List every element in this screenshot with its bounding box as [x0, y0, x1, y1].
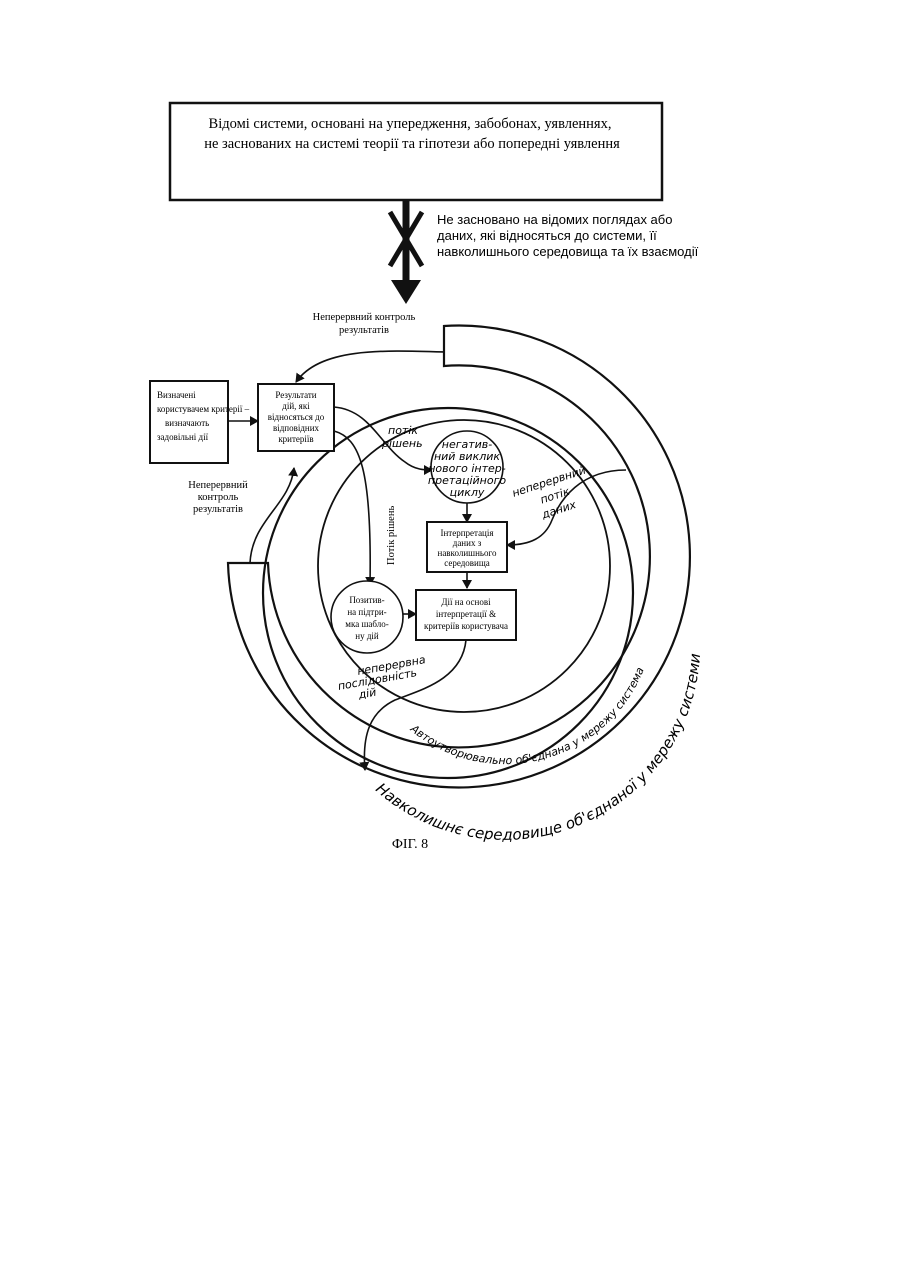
blocked-note-line-3: навколишнього середовища та їх взаємодії [437, 244, 699, 259]
decision-flow-hand-2: рішень [381, 437, 423, 450]
interpretation-box: Інтерпретація даних з навколишнього сере… [427, 522, 507, 572]
interpretation-line-1: Інтерпретація [440, 528, 493, 538]
decision-flow-hand-1: потік [388, 424, 418, 437]
positive-line-2: на підтри- [347, 607, 386, 617]
positive-line-1: Позитив- [349, 595, 384, 605]
interpretation-line-2: даних з [453, 538, 482, 548]
criteria-line-1: Визначені [157, 390, 196, 400]
positive-line-3: мка шабло- [345, 619, 388, 629]
results-line-1: Результати [275, 390, 316, 400]
monitor-top-line-1: Неперервний контроль [313, 312, 416, 323]
action-line-2: інтерпретації & [436, 609, 496, 619]
blocked-arrow [390, 200, 422, 304]
action-line-3: критеріїв користувача [424, 621, 508, 631]
criteria-line-4: задовільні дії [157, 432, 209, 442]
criteria-line-3: визначають [165, 418, 209, 428]
monitor-left-line-3: результатів [193, 504, 243, 515]
interpretation-line-3: навколишнього [438, 548, 497, 558]
criteria-line-2: користувачем критерії – [157, 404, 250, 414]
user-criteria-box: Визначені користувачем критерії – визнач… [150, 381, 250, 463]
positive-support-circle: Позитив- на підтри- мка шабло- ну дій [331, 581, 403, 653]
monitor-left-line-1: Неперервний [188, 480, 248, 491]
negative-line-5: циклу [450, 486, 485, 499]
blocked-note-line-1: Не засновано на відомих поглядах або [437, 212, 672, 227]
decision-flow-vertical-label: Потік рішень [386, 506, 397, 565]
action-sequence-line-3: дій [357, 686, 378, 702]
decision-flow-arrow-positive [334, 431, 370, 585]
action-line-1: Дії на основі [441, 597, 491, 607]
negative-cycle-circle: негатив- ний виклик нового інтер- претац… [428, 431, 506, 503]
monitor-left-arrow [250, 468, 294, 563]
positive-line-4: ну дій [355, 631, 379, 641]
preconceptions-line-1: Відомі системи, основані на упередження,… [209, 116, 612, 132]
results-line-5: критеріїв [278, 434, 313, 444]
monitor-top-line-2: результатів [339, 325, 389, 336]
preconceptions-line-2: не заснованих на системі теорії та гіпот… [204, 136, 620, 152]
monitor-left-line-2: контроль [198, 492, 239, 503]
results-line-2: дій, які [282, 401, 310, 411]
figure-caption: ФІГ. 8 [392, 837, 428, 852]
monitor-top-arrow [296, 351, 444, 382]
blocked-note-line-2: даних, які відносяться до системи, її [437, 228, 657, 243]
monitor-top-label: Неперервний контроль результатів [313, 312, 416, 336]
preconceptions-box: Відомі системи, основані на упередження,… [170, 103, 662, 200]
results-line-3: відносяться до [268, 412, 325, 422]
interpretation-line-4: середовища [444, 558, 490, 568]
results-line-4: відповідних [273, 423, 320, 433]
blocked-note: Не засновано на відомих поглядах або дан… [437, 212, 699, 259]
action-results-box: Результати дій, які відносяться до відпо… [258, 384, 334, 451]
user-action-box: Дії на основі інтерпретації & критеріїв … [416, 590, 516, 640]
